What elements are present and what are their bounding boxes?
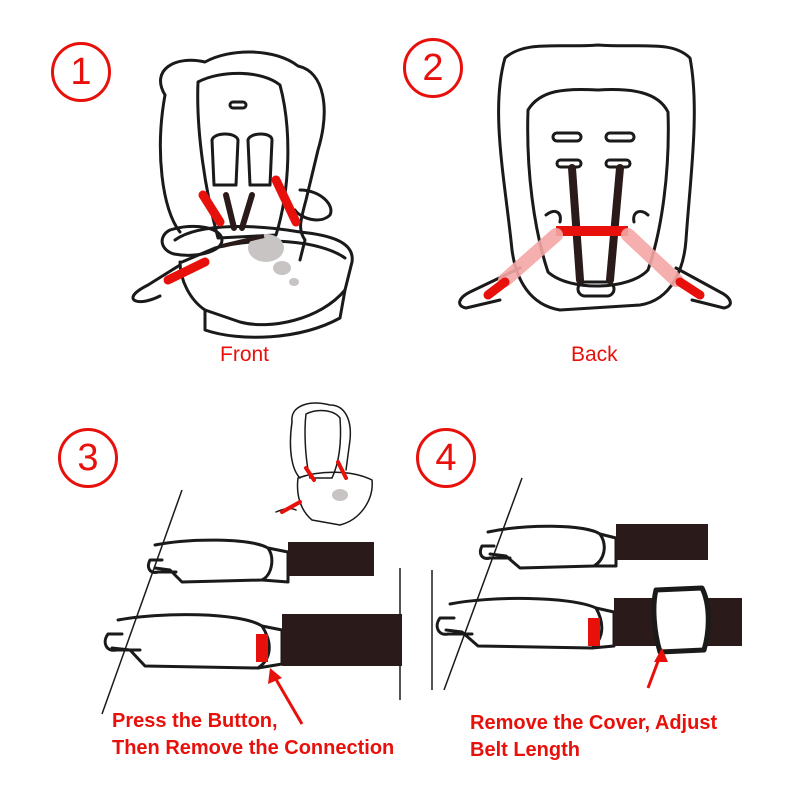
step-2-badge: 2 bbox=[403, 38, 463, 98]
step-3-badge: 3 bbox=[58, 428, 118, 488]
step-4-caption-line1: Remove the Cover, Adjust bbox=[470, 712, 718, 734]
step-2-caption: Back bbox=[571, 343, 618, 366]
step-1-caption: Front bbox=[220, 343, 270, 366]
step-3-caption-line1: Press the Button, bbox=[112, 710, 278, 732]
step-3-caption-line2: Then Remove the Connection bbox=[112, 737, 395, 759]
step-1-number: 1 bbox=[70, 51, 92, 93]
step-4-number: 4 bbox=[435, 437, 457, 479]
step-3-number: 3 bbox=[77, 437, 99, 479]
step-2-number: 2 bbox=[422, 47, 444, 89]
step-1-badge: 1 bbox=[51, 42, 111, 102]
step-4-caption-line2: Belt Length bbox=[470, 739, 580, 761]
step-4-badge: 4 bbox=[416, 428, 476, 488]
arrow-icon bbox=[654, 648, 668, 662]
arrow-icon bbox=[268, 668, 282, 684]
